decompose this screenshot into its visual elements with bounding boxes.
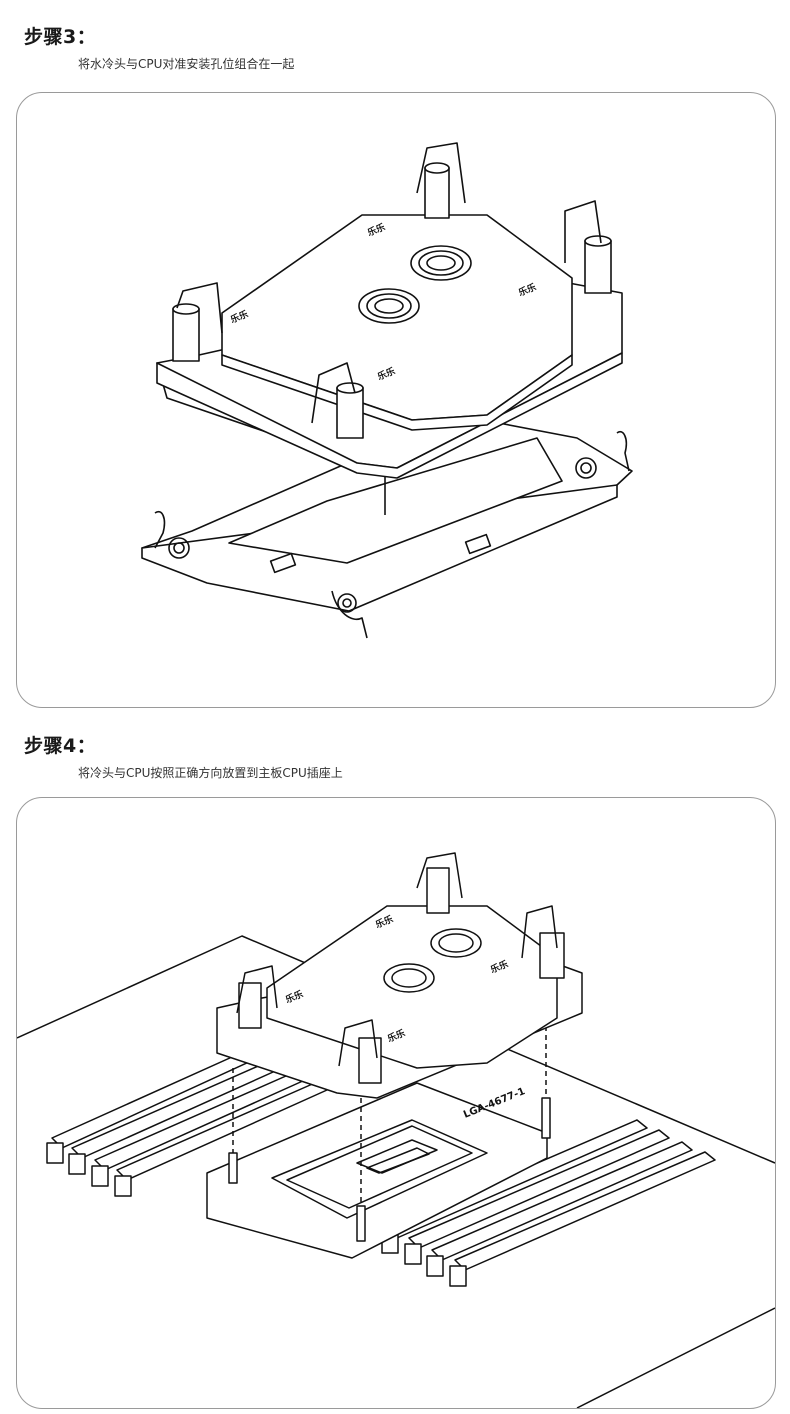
cooler-assembly: [216, 852, 583, 1099]
cooler-top-block: [221, 214, 573, 431]
step-3-description: 将水冷头与CPU对准安装孔位组合在一起: [78, 57, 295, 71]
guide-studs: [228, 1008, 551, 1242]
cpu-socket: [206, 1082, 548, 1259]
ram-slots-left: [46, 1047, 328, 1197]
step-3-illustration-panel: 乐乐 乐乐 乐乐 乐乐: [16, 92, 776, 708]
step-3-title: 步骤3：: [24, 26, 97, 48]
step-4-illustration: 乐乐 乐乐 乐乐 乐乐 LGA-4677-1: [17, 852, 775, 1408]
step-4-illustration-panel: 乐乐 乐乐 乐乐 乐乐 LGA-4677-1: [16, 797, 776, 1409]
step-4-title: 步骤4：: [24, 735, 97, 757]
ram-slots-right: [381, 1119, 716, 1287]
step-4-description: 将冷头与CPU按照正确方向放置到主板CPU插座上: [78, 766, 343, 780]
motherboard-edge-front: [576, 1307, 775, 1408]
cpu-bracket: [141, 414, 633, 639]
motherboard-edge: [17, 935, 775, 1164]
spring-screw-posts: [172, 142, 612, 439]
step-3-illustration: 乐乐 乐乐 乐乐 乐乐: [141, 142, 633, 639]
